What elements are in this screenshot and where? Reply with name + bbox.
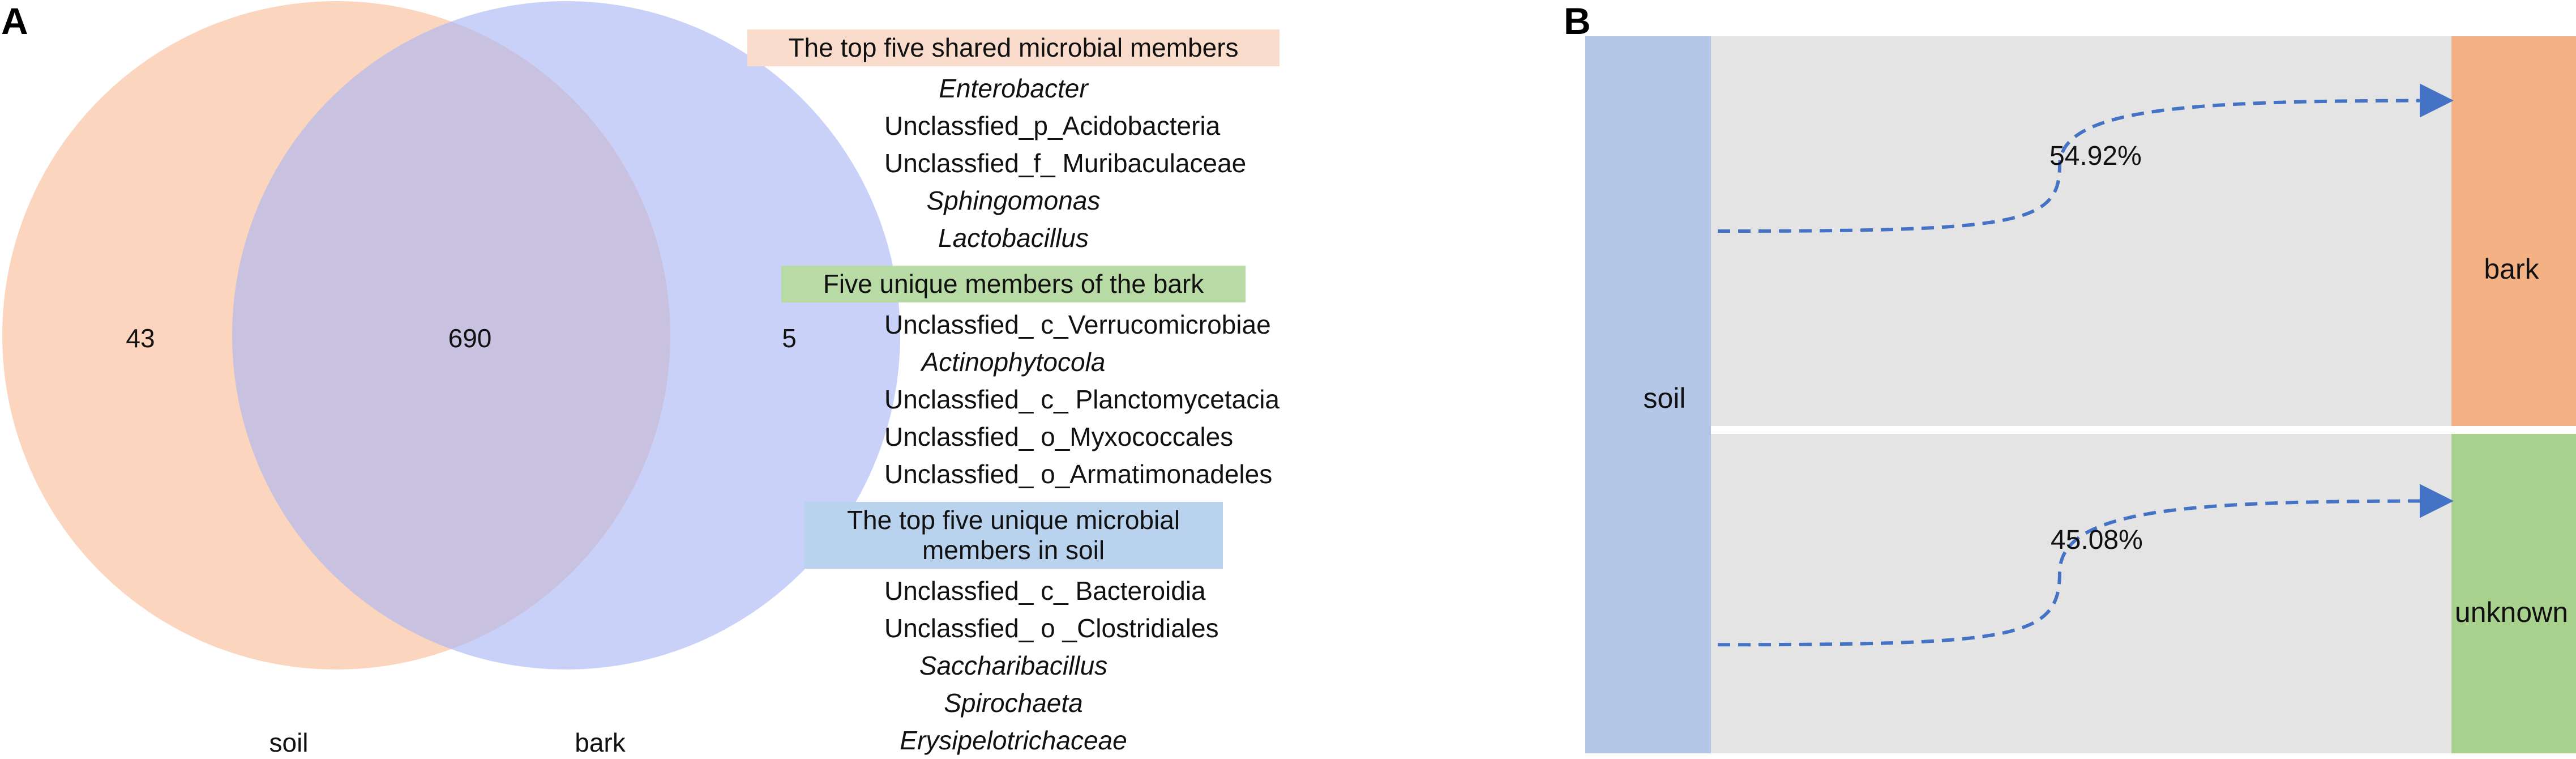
soil-members-header-line1: The top five unique microbial (846, 505, 1180, 535)
shared-members-header: The top five shared microbial members (747, 29, 1280, 66)
shared-member-item: Unclassfied_p_Acidobacteria (884, 110, 1221, 140)
flow-band-unknown (1711, 434, 2451, 753)
flow-node-unknown (2451, 434, 2576, 753)
venn-circle-bark (232, 1, 900, 670)
flow-node-soil (1585, 36, 1711, 753)
shared-member-item: Unclassfied_f_ Muribaculaceae (884, 148, 1247, 178)
soil-member-item: Spirochaeta (944, 688, 1083, 718)
soil-member-item: Erysipelotrichaceae (900, 725, 1127, 755)
bark-members-header: Five unique members of the bark (781, 265, 1246, 302)
venn-label-bark: bark (575, 728, 626, 757)
flow-node-unknown-label: unknown (2454, 596, 2569, 628)
venn-bark-unique-count: 5 (782, 323, 797, 353)
panel-label-b: B (1564, 0, 1591, 42)
shared-member-item: Sphingomonas (926, 185, 1101, 215)
flow-band-bark (1711, 36, 2451, 426)
soil-member-item: Unclassfied_ o _Clostridiales (884, 613, 1219, 643)
venn-shared-count: 690 (448, 323, 492, 353)
bark-member-item: Unclassfied_ c_Verrucomicrobiae (884, 309, 1271, 339)
flow-diagram (1585, 36, 2576, 753)
bark-member-item: Actinophytocola (921, 347, 1106, 377)
bark-member-item: Unclassfied_ o_Myxococcales (884, 421, 1234, 451)
bark-member-item: Unclassfied_ c_ Planctomycetacia (884, 384, 1280, 414)
soil-members-header: The top five unique microbial members in… (804, 501, 1223, 569)
flow-arrow-bark (1717, 83, 2454, 233)
venn-diagram (2, 1, 900, 670)
flow-node-soil-label: soil (1643, 382, 1686, 414)
flow-arrow-unknown (1717, 484, 2454, 647)
member-lists: The top five shared microbial members En… (747, 29, 1280, 759)
flow-node-bark (2451, 36, 2576, 426)
bark-member-item: Unclassfied_ o_Armatimonadeles (884, 459, 1273, 489)
flow-percent-bark: 54.92% (2049, 141, 2142, 171)
venn-label-soil: soil (269, 728, 309, 757)
shared-member-item: Lactobacillus (938, 223, 1089, 253)
shared-member-item: Enterobacter (939, 73, 1088, 103)
flow-node-bark-label: bark (2484, 253, 2539, 285)
soil-member-item: Saccharibacillus (919, 650, 1108, 680)
soil-members-header-line2: members in soil (922, 535, 1105, 565)
flow-percent-unknown: 45.08% (2051, 525, 2143, 555)
panel-label-a: A (1, 0, 28, 42)
soil-member-item: Unclassfied_ c_ Bacteroidia (884, 575, 1206, 606)
venn-soil-unique-count: 43 (126, 323, 155, 353)
